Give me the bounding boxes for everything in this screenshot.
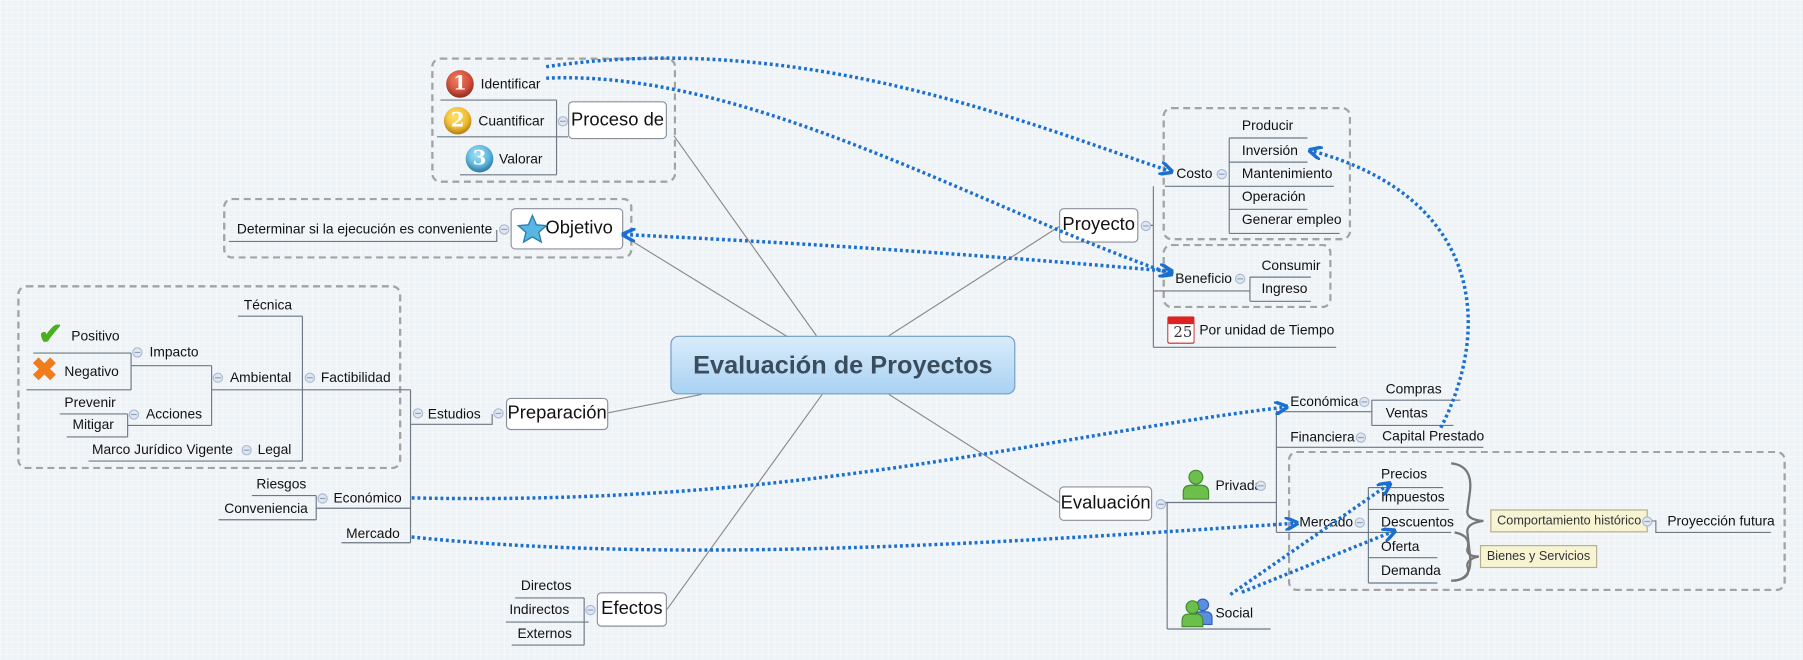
topic-directos[interactable]: Directos: [520, 577, 572, 594]
topic-objetivo-label: Objetivo: [545, 218, 613, 239]
relationship-social-descuentos: [1241, 531, 1394, 594]
topic-valorar[interactable]: Valorar: [499, 150, 543, 167]
topic-factibilidad[interactable]: Factibilidad: [320, 369, 391, 386]
collapse-toggle[interactable]: [1359, 396, 1370, 408]
topic-oferta[interactable]: Oferta: [1381, 538, 1420, 555]
relationship-social-precios: [1229, 484, 1389, 596]
collapse-toggle[interactable]: [493, 408, 504, 419]
topic-objetivo[interactable]: Objetivo: [510, 208, 624, 250]
collapse-toggle[interactable]: [1355, 432, 1367, 443]
collapse-toggle[interactable]: [557, 116, 569, 127]
topic-consumir[interactable]: Consumir: [1261, 257, 1321, 274]
relationship-identificar-beneficio: [546, 76, 1170, 274]
number-2-icon: 2: [443, 106, 472, 135]
topic-descuentos[interactable]: Descuentos: [1381, 514, 1454, 531]
relationship-economico-economica: [411, 407, 1286, 501]
number-3-icon: 3: [465, 144, 494, 173]
topic-demanda[interactable]: Demanda: [1381, 562, 1441, 579]
collapse-toggle[interactable]: [1234, 273, 1246, 285]
topic-economica[interactable]: Económica: [1290, 393, 1359, 410]
relationship-mercado-mercado: [411, 523, 1296, 552]
topic-acciones[interactable]: Acciones: [146, 405, 203, 423]
collapse-toggle[interactable]: [585, 604, 596, 616]
collapse-toggle[interactable]: [1155, 499, 1166, 510]
topic-negativo[interactable]: Negativo: [64, 363, 119, 380]
topic-inversion[interactable]: Inversión: [1241, 142, 1298, 159]
topic-compras[interactable]: Compras: [1385, 380, 1442, 397]
topic-operacion[interactable]: Operación: [1241, 188, 1306, 205]
relationship-capital-inversion: [1311, 151, 1470, 429]
collapse-toggle[interactable]: [304, 372, 316, 383]
summary-bienes-y-servicios[interactable]: Bienes y Servicios: [1479, 545, 1598, 569]
topic-mitigar[interactable]: Mitigar: [72, 416, 114, 433]
relationship-identificar-costo: [545, 56, 1170, 171]
topic-costo[interactable]: Costo: [1176, 165, 1213, 182]
topic-indirectos[interactable]: Indirectos: [509, 601, 570, 618]
topic-financiera[interactable]: Financiera: [1290, 428, 1355, 446]
number-1-icon: 1: [446, 70, 474, 98]
topic-tecnica[interactable]: Técnica: [243, 296, 293, 313]
topic-estudios[interactable]: Estudios: [427, 405, 481, 423]
topic-externos[interactable]: Externos: [517, 625, 572, 642]
check-icon: ✔: [37, 316, 64, 351]
topic-positivo[interactable]: Positivo: [71, 327, 120, 344]
topic-ingreso[interactable]: Ingreso: [1261, 280, 1308, 297]
person-icon: [1182, 469, 1210, 500]
star-icon: [516, 213, 549, 244]
topic-identificar[interactable]: Identificar: [480, 75, 541, 92]
topic-evaluacion[interactable]: Evaluación: [1059, 486, 1153, 521]
collapse-toggle[interactable]: [1642, 516, 1653, 527]
topic-impuestos[interactable]: Impuestos: [1381, 488, 1445, 505]
topic-beneficio[interactable]: Beneficio: [1175, 270, 1232, 287]
topic-prevenir[interactable]: Prevenir: [64, 394, 116, 411]
cross-icon: ✖: [31, 351, 59, 388]
topic-producir[interactable]: Producir: [1241, 117, 1294, 134]
collapse-toggle[interactable]: [132, 347, 143, 358]
collapse-toggle[interactable]: [212, 372, 224, 383]
collapse-toggle[interactable]: [128, 409, 140, 420]
topic-proyeccion-futura[interactable]: Proyección futura: [1667, 512, 1775, 529]
summary-comportamiento-historico[interactable]: Comportamiento histórico: [1490, 509, 1649, 533]
topic-por-unidad-de-tiempo[interactable]: Por unidad de Tiempo: [1199, 321, 1335, 339]
collapse-toggle[interactable]: [1354, 517, 1365, 528]
topic-determinar[interactable]: Determinar si la ejecución es convenient…: [236, 220, 493, 237]
topic-social[interactable]: Social: [1215, 604, 1254, 621]
topic-riesgos[interactable]: Riesgos: [256, 476, 307, 493]
central-topic[interactable]: Evaluación de Proyectos: [670, 335, 1016, 395]
topic-preparacion[interactable]: Preparación: [505, 397, 609, 431]
people-icon: [1181, 598, 1213, 628]
topic-proceso-de[interactable]: Proceso de: [568, 101, 667, 140]
topic-mercado-estudios[interactable]: Mercado: [346, 525, 400, 542]
relationship-objetivo-beneficio: [624, 235, 1170, 272]
collapse-toggle[interactable]: [1255, 480, 1267, 492]
topic-mantenimiento[interactable]: Mantenimiento: [1241, 165, 1333, 182]
topic-generar-empleo[interactable]: Generar empleo: [1241, 211, 1342, 228]
boundary-proceso: [431, 57, 677, 183]
topic-ventas[interactable]: Ventas: [1385, 404, 1428, 421]
collapse-toggle[interactable]: [317, 493, 328, 504]
collapse-toggle[interactable]: [1216, 169, 1227, 180]
topic-economico[interactable]: Económico: [333, 489, 402, 506]
topic-marco-juridico[interactable]: Marco Jurídico Vigente: [91, 441, 233, 458]
calendar-icon: 25: [1167, 316, 1195, 344]
topic-legal[interactable]: Legal: [257, 441, 292, 458]
topic-cuantificar[interactable]: Cuantificar: [478, 112, 545, 129]
topic-privada[interactable]: Privada: [1215, 477, 1263, 494]
topic-capital-prestado[interactable]: Capital Prestado: [1382, 427, 1485, 444]
topic-precios[interactable]: Precios: [1381, 465, 1428, 482]
topic-efectos[interactable]: Efectos: [596, 592, 667, 627]
topic-ambiental[interactable]: Ambiental: [229, 369, 292, 386]
collapse-toggle[interactable]: [499, 224, 510, 235]
boundary-factibilidad: [17, 285, 402, 470]
collapse-toggle[interactable]: [241, 445, 252, 456]
topic-conveniencia[interactable]: Conveniencia: [224, 500, 308, 517]
topic-impacto[interactable]: Impacto: [149, 343, 199, 360]
collapse-toggle[interactable]: [412, 408, 424, 419]
